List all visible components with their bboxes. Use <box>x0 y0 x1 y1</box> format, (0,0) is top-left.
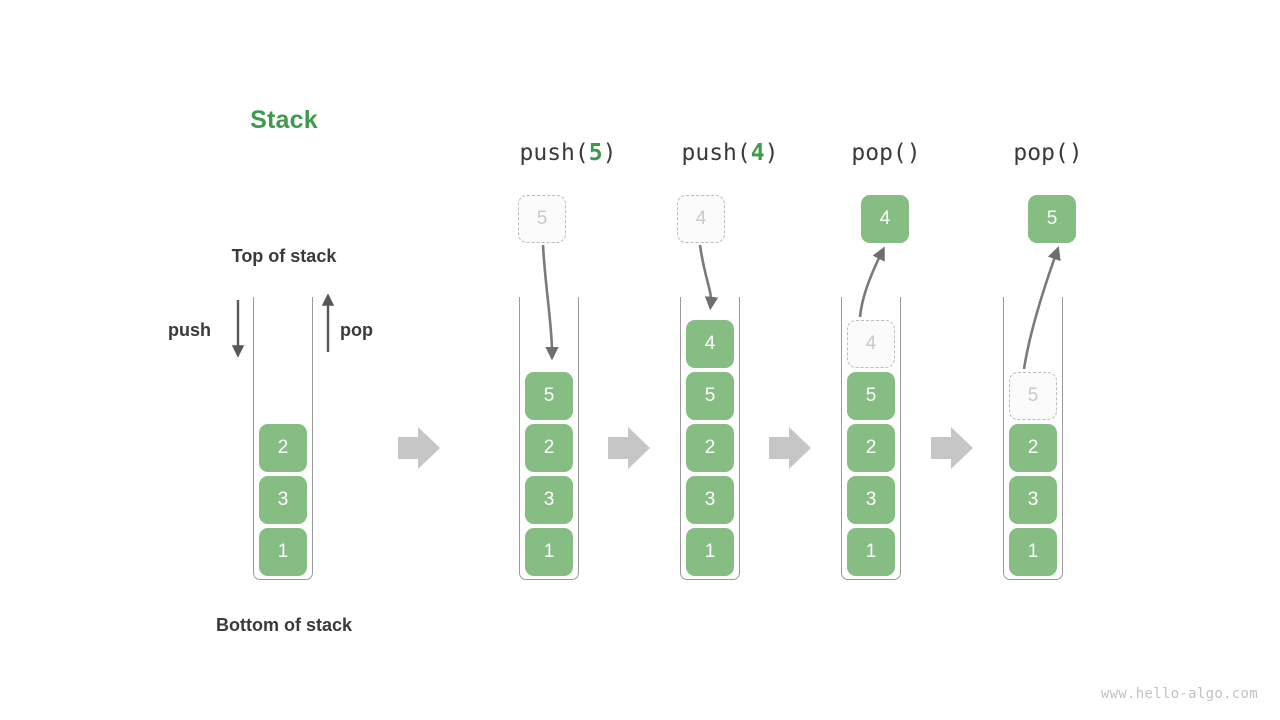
stack-item: 2 <box>1009 424 1057 472</box>
watermark: www.hello-algo.com <box>1100 686 1258 702</box>
operation-label-pop-2: pop() <box>968 140 1128 166</box>
stack-item: 3 <box>686 476 734 524</box>
operation-name: push( <box>681 140 751 166</box>
stack-item: 2 <box>686 424 734 472</box>
flow-arrow-icon <box>769 427 811 469</box>
stack-container-step-2 <box>680 297 740 580</box>
operation-label-push-5: push(5) <box>488 140 648 166</box>
stack-item: 3 <box>525 476 573 524</box>
stack-container-step-1 <box>519 297 579 580</box>
stack-item: 1 <box>686 528 734 576</box>
stack-item: 2 <box>847 424 895 472</box>
stack-container-step-3 <box>841 297 901 580</box>
operation-close-paren: ) <box>602 140 617 166</box>
floating-value-box: 4 <box>677 195 725 243</box>
stack-item: 2 <box>525 424 573 472</box>
stack-container-overview <box>253 297 313 580</box>
operation-label-pop-1: pop() <box>806 140 966 166</box>
floating-value-box: 5 <box>518 195 566 243</box>
operation-full: pop() <box>1013 140 1083 166</box>
push-label: push <box>168 320 211 340</box>
operation-close-paren: ) <box>764 140 779 166</box>
stack-item: 2 <box>259 424 307 472</box>
page-title: Stack <box>250 106 318 134</box>
stack-container-step-4 <box>1003 297 1063 580</box>
flow-arrow-icon <box>398 427 440 469</box>
stack-item: 3 <box>259 476 307 524</box>
flow-arrow-icon <box>608 427 650 469</box>
push-motion-arrow-icon <box>698 244 719 311</box>
operation-name: push( <box>519 140 589 166</box>
operation-argument: 5 <box>588 140 603 166</box>
stack-item: 5 <box>686 372 734 420</box>
stack-item: 5 <box>525 372 573 420</box>
floating-value-box: 4 <box>861 195 909 243</box>
operation-argument: 4 <box>750 140 765 166</box>
stack-item: 3 <box>847 476 895 524</box>
stack-item: 5 <box>847 372 895 420</box>
stack-item: 1 <box>847 528 895 576</box>
top-of-stack-label: Top of stack <box>231 246 337 266</box>
stack-item: 4 <box>686 320 734 368</box>
stack-item-removed: 5 <box>1009 372 1057 420</box>
bottom-of-stack-label: Bottom of stack <box>215 615 352 635</box>
floating-value-box: 5 <box>1028 195 1076 243</box>
stack-item: 1 <box>525 528 573 576</box>
stack-item: 1 <box>259 528 307 576</box>
stack-item: 1 <box>1009 528 1057 576</box>
pop-label: pop <box>340 320 373 340</box>
operation-label-push-4: push(4) <box>650 140 810 166</box>
operation-full: pop() <box>851 140 921 166</box>
stack-item-removed: 4 <box>847 320 895 368</box>
flow-arrow-icon <box>931 427 973 469</box>
stack-item: 3 <box>1009 476 1057 524</box>
